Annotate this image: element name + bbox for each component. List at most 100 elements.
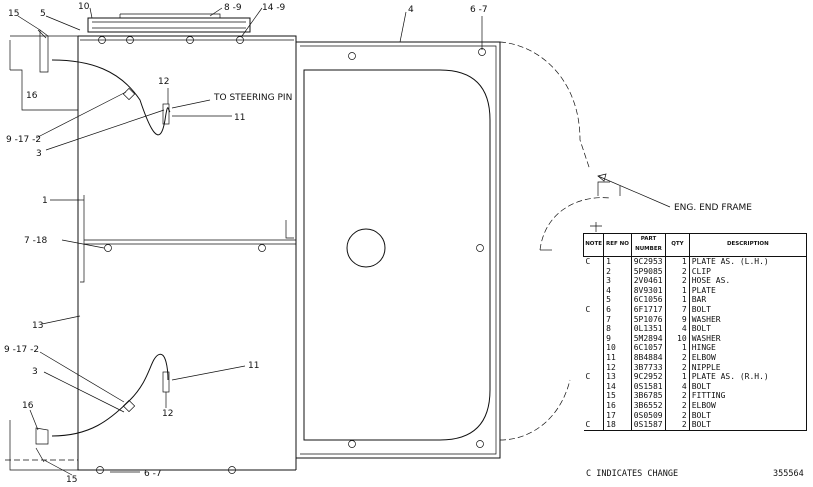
parts-table: NOTE REF NO PART NUMBER QTY DESCRIPTION … (582, 233, 808, 431)
parts-table-header: NOTE REF NO PART NUMBER QTY DESCRIPTION (582, 233, 808, 257)
cell-note: C (585, 257, 591, 266)
header-qty: QTY (665, 233, 690, 257)
cell-note (584, 334, 604, 344)
cell-qty: 1 (665, 372, 690, 382)
cell-ref: 3 (603, 276, 632, 286)
cell-desc: NIPPLE (688, 362, 808, 373)
cell-ref: 10 (603, 343, 632, 353)
cell-ref: 4 (603, 285, 632, 296)
frame-detail (539, 181, 621, 251)
cell-ref: 9 (603, 333, 632, 344)
cell-desc: PLATE AS. (L.H.) (688, 256, 808, 267)
cell-ref: 2 (603, 266, 632, 277)
cell-note (584, 276, 604, 286)
cell-qty: 4 (665, 381, 690, 392)
callout-12-bottom: 12 (162, 409, 173, 419)
header-part: PART NUMBER (630, 233, 667, 257)
frame-note: ENG. END FRAME (674, 203, 752, 213)
cell-qty: 7 (665, 304, 690, 315)
cell-part: 6C1056 (630, 295, 666, 305)
cell-note (584, 353, 604, 363)
callout-16-top: 16 (26, 91, 38, 101)
cell-qty: 1 (665, 295, 690, 305)
right-panel (296, 41, 591, 459)
header-note: NOTE (582, 233, 605, 257)
hoses (35, 29, 171, 463)
cell-part: 0S1581 (630, 381, 666, 392)
cell-ref: 17 (603, 410, 632, 421)
callout-5: 5 (40, 9, 46, 19)
callout-8-9: 8 -9 (224, 3, 242, 13)
callout-16-bottom: 16 (22, 401, 34, 411)
cell-qty: 1 (665, 285, 690, 296)
cell-desc: HOSE AS. (688, 276, 808, 286)
callout-11-top: 11 (234, 113, 245, 123)
cell-note: C (585, 372, 591, 382)
cell-ref: 16 (603, 400, 632, 411)
cell-qty: 2 (665, 420, 690, 431)
cell-note (584, 343, 604, 353)
cell-desc: FITTING (688, 391, 808, 401)
cell-part: 9C2953 (630, 256, 666, 267)
cell-ref: 1 (603, 256, 632, 267)
cell-desc: BOLT (688, 304, 808, 315)
cell-part: 6C1057 (630, 343, 666, 353)
cell-note (584, 401, 604, 411)
cell-qty: 10 (665, 333, 690, 344)
cell-desc: ELBOW (688, 400, 808, 411)
leader-lines (17, 7, 671, 476)
callout-12-top: 12 (158, 77, 169, 87)
callout-14-9: 14 -9 (262, 3, 286, 13)
cell-note (584, 382, 604, 392)
callout-6-7-bottom: 6 -7 (144, 469, 162, 479)
cell-desc: BOLT (688, 410, 808, 421)
cell-ref: 14 (603, 381, 632, 392)
callout-9-17-2-bottom: 9 -17 -2 (4, 345, 39, 355)
cell-desc: WASHER (688, 333, 808, 344)
cell-note (584, 267, 604, 277)
cell-part: 5P9085 (630, 266, 666, 277)
cell-desc: HINGE (688, 343, 808, 353)
cell-part: 5P1076 (630, 314, 666, 325)
cell-ref: 7 (603, 314, 632, 325)
cell-part: 6F1717 (630, 304, 666, 315)
cell-ref: 11 (603, 352, 632, 363)
cell-ref: 12 (603, 362, 632, 373)
cell-qty: 2 (665, 410, 690, 421)
cell-qty: 1 (665, 256, 690, 267)
cell-desc: WASHER (688, 314, 808, 325)
callout-9-17-2-top: 9 -17 -2 (6, 135, 41, 145)
cell-ref: 8 (603, 324, 632, 334)
cell-part: 8B4884 (630, 352, 666, 363)
cell-note (584, 391, 604, 401)
callout-13: 13 (32, 321, 43, 331)
steering-note: TO STEERING PIN (213, 93, 292, 103)
cell-part: 3B6785 (630, 391, 666, 401)
cell-desc: ELBOW (688, 352, 808, 363)
cell-note (584, 315, 604, 325)
cell-desc: PLATE (688, 285, 808, 296)
callout-15: 15 (8, 9, 19, 19)
cell-part: 3B6552 (630, 400, 666, 411)
callout-1: 1 (42, 196, 48, 206)
cell-qty: 2 (665, 400, 690, 411)
callout-15-bottom: 15 (66, 475, 77, 485)
cell-desc: CLIP (688, 266, 808, 277)
callout-7-18: 7 -18 (24, 236, 48, 246)
left-frame (5, 35, 297, 471)
cell-desc: BAR (688, 295, 808, 305)
callout-11-bottom: 11 (248, 361, 259, 371)
callouts: 15 5 10 8 -9 14 -9 4 6 -7 16 9 -17 -2 3 … (4, 2, 752, 485)
cell-part: 0S1587 (630, 420, 666, 431)
